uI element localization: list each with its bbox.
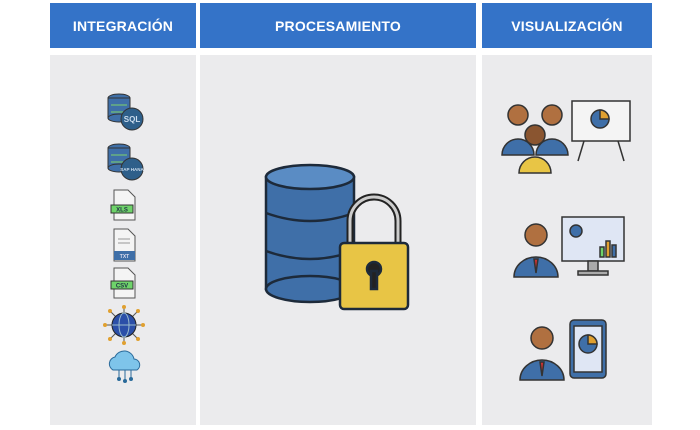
- header-procesamiento: PROCESAMIENTO: [200, 3, 476, 48]
- sql-database-icon: SQL: [107, 93, 144, 131]
- header-visualizacion: VISUALIZACIÓN: [482, 3, 652, 48]
- header-integracion: INTEGRACIÓN: [50, 3, 196, 48]
- svg-text:SQL: SQL: [124, 115, 141, 124]
- analyst-monitor-icon: [513, 216, 625, 278]
- sap-hana-database-icon: SAP HANA: [107, 143, 144, 181]
- secure-database-lock-icon: [264, 163, 410, 311]
- txt-file-icon: TXT: [113, 228, 136, 262]
- svg-text:CSV: CSV: [116, 284, 128, 290]
- svg-text:XLS: XLS: [116, 208, 128, 214]
- user-tablet-icon: [519, 319, 607, 381]
- cloud-icon: [108, 350, 141, 383]
- team-presentation-icon: [501, 100, 631, 174]
- network-globe-icon: [103, 305, 145, 345]
- xls-file-icon: XLS: [110, 189, 136, 221]
- svg-text:SAP HANA: SAP HANA: [120, 167, 144, 172]
- csv-file-icon: CSV: [110, 267, 136, 299]
- svg-text:TXT: TXT: [120, 254, 129, 260]
